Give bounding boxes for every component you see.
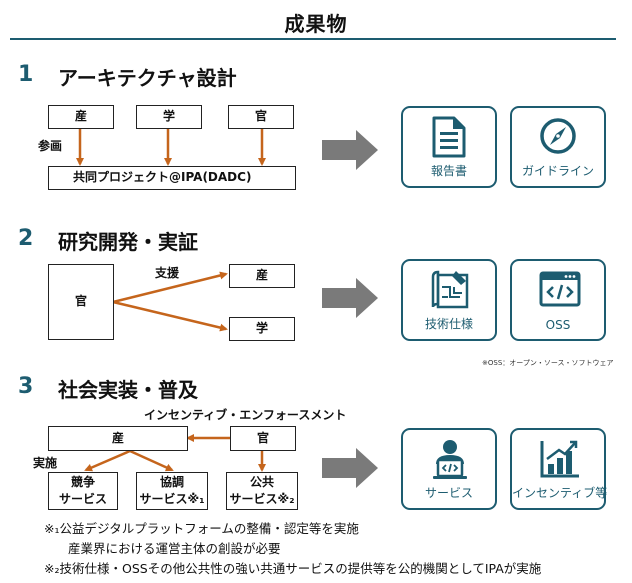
output-competitive-service: 競争 サービス (48, 472, 118, 510)
card-service-label: サービス (424, 486, 473, 500)
output-cooperative-service: 協調 サービス※₁ (136, 472, 208, 510)
big-arrow-2 (322, 278, 378, 318)
section1-actor-government: 官 (228, 105, 294, 129)
card-guideline-label: ガイドライン (521, 164, 594, 178)
compass-icon (540, 118, 576, 154)
section2-industry-box: 産 (229, 264, 295, 288)
output-cooperative-line1: 協調 (159, 474, 184, 489)
card-service: サービス (401, 428, 497, 510)
card-incentive: インセンティブ等 (510, 428, 608, 510)
section1-actor-academia: 学 (136, 105, 202, 129)
card-report-label: 報告書 (430, 164, 467, 178)
section1-actor-industry: 産 (48, 105, 114, 129)
output-cooperative-line2: サービス※₁ (139, 492, 205, 506)
section2-number: 2 (18, 226, 34, 251)
support-label: 支援 (155, 266, 180, 280)
page-title: 成果物 (284, 12, 348, 36)
output-competitive-line1: 競争 (70, 474, 95, 489)
title-divider (10, 38, 616, 40)
arrow-gov-to-industry (112, 271, 228, 304)
card-oss-label: OSS (545, 318, 571, 332)
card-oss: OSS (510, 259, 606, 341)
note1-line1: ※₁公益デジタルプラットフォームの整備・認定等を実施 (44, 521, 359, 536)
card-tech-spec-label: 技術仕様 (424, 317, 473, 331)
arrow-gov-to-academia (112, 300, 228, 332)
section1-number: 1 (18, 62, 34, 87)
card-incentive-label: インセンティブ等 (512, 486, 608, 500)
section2-academia-box: 学 (229, 317, 295, 341)
output-public-line2: サービス※₂ (229, 492, 295, 506)
section1-title: アーキテクチャ設計 (58, 66, 237, 90)
section2-government-box: 官 (48, 264, 114, 340)
arrow-industry-to-competitive (84, 449, 131, 472)
enforcement-label: インセンティブ・エンフォースメント (144, 408, 347, 422)
blueprint-icon (431, 270, 469, 309)
section3-title: 社会実装・普及 (58, 378, 198, 402)
section3-industry-box: 産 (48, 426, 188, 451)
implement-label: 実施 (33, 456, 58, 470)
section2-title: 研究開発・実証 (58, 230, 198, 254)
card-tech-spec: 技術仕様 (401, 259, 497, 341)
section3-government-box: 官 (230, 426, 296, 451)
arrow-industry-to-cooperative (129, 449, 174, 472)
code-window-icon (539, 271, 581, 307)
note2: ※₂技術仕様・OSSその他公共性の強い共通サービスの提供等を公的機関としてIPA… (44, 561, 542, 576)
section3-number: 3 (18, 374, 34, 399)
bar-chart-icon (540, 440, 579, 478)
card-report: 報告書 (401, 106, 497, 188)
big-arrow-1 (322, 130, 378, 170)
join-label: 参画 (38, 139, 63, 153)
output-competitive-line2: サービス (58, 492, 107, 506)
joint-project-box: 共同プロジェクト@IPA(DADC) (48, 166, 296, 190)
note1-line2: 産業界における運営主体の創設が必要 (68, 541, 281, 556)
document-icon (432, 116, 466, 158)
person-laptop-icon (433, 440, 467, 479)
big-arrow-3 (322, 448, 378, 488)
output-public-line1: 公共 (249, 474, 274, 489)
oss-footnote: ※OSS：オープン・ソース・ソフトウェア (482, 359, 614, 367)
card-guideline: ガイドライン (510, 106, 606, 188)
output-public-service: 公共 サービス※₂ (226, 472, 298, 510)
